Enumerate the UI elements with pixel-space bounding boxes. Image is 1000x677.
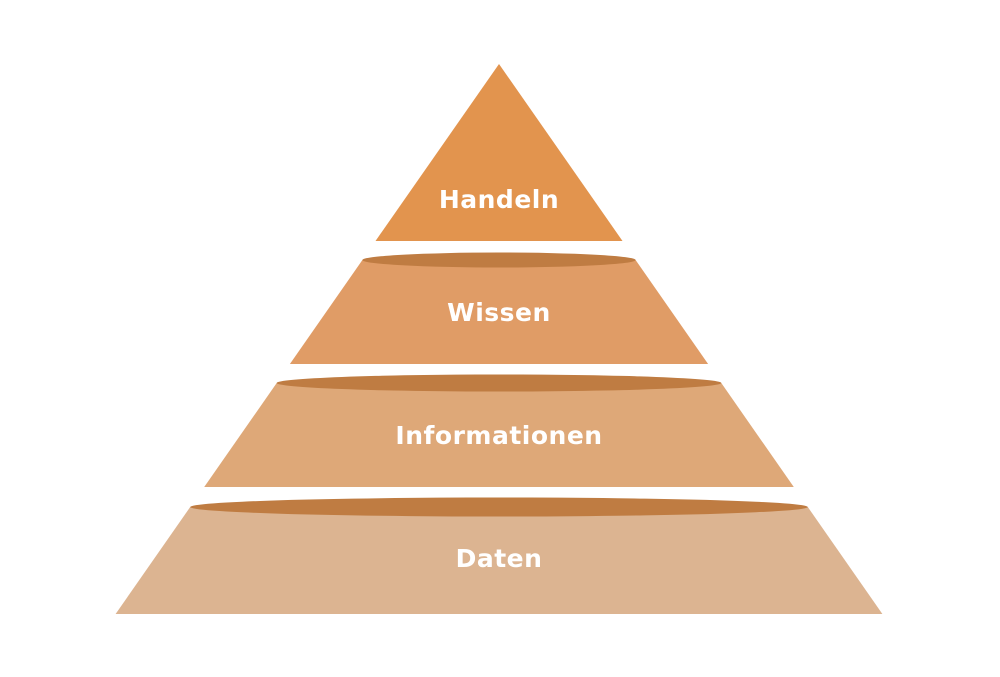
layer-informationen-shape: [204, 383, 794, 487]
layer-wissen-label: Wissen: [447, 298, 551, 327]
layer-handeln-label: Handeln: [439, 185, 559, 214]
layer-wissen-rim-ellipse: [362, 252, 636, 268]
layer-handeln-shape: [375, 64, 623, 241]
layer-daten: Daten: [115, 497, 883, 614]
layer-handeln: Handeln: [375, 64, 623, 241]
layer-daten-rim-ellipse: [190, 497, 808, 517]
layer-daten-shape: [115, 507, 883, 614]
layer-informationen-label: Informationen: [395, 421, 602, 450]
layer-daten-label: Daten: [456, 544, 543, 573]
layer-informationen-rim-ellipse: [276, 374, 722, 392]
layer-informationen: Informationen: [204, 374, 794, 487]
layer-wissen-shape: [289, 260, 709, 364]
layer-wissen: Wissen: [289, 252, 709, 364]
